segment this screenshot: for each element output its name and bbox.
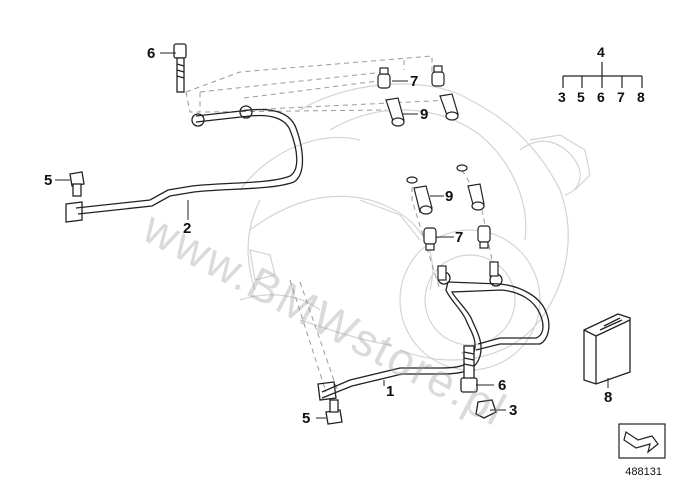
label-part-8: 8 bbox=[604, 389, 613, 406]
kit-child-label: 7 bbox=[617, 89, 625, 105]
label-part-6-top: 6 bbox=[147, 45, 156, 62]
grommets-part-7-middle bbox=[423, 225, 491, 251]
leader-lines bbox=[55, 52, 609, 419]
cap-part-3 bbox=[475, 399, 497, 419]
kit-tree-lines bbox=[562, 62, 643, 88]
label-part-2: 2 bbox=[183, 220, 192, 237]
label-part-9-middle: 9 bbox=[445, 188, 454, 205]
label-part-7-top: 7 bbox=[410, 73, 419, 90]
label-part-3: 3 bbox=[509, 402, 518, 419]
kit-child-label: 8 bbox=[637, 89, 645, 105]
kit-root-label: 4 bbox=[597, 44, 605, 60]
grommets-part-7-top bbox=[377, 65, 445, 89]
booklet-part-8 bbox=[583, 313, 631, 385]
label-part-1: 1 bbox=[386, 383, 395, 400]
label-part-5-top: 5 bbox=[44, 172, 53, 189]
studs-lower bbox=[437, 261, 499, 281]
bolt-part-6-top bbox=[173, 43, 187, 93]
label-part-9-top: 9 bbox=[420, 106, 429, 123]
kit-child-label: 6 bbox=[597, 89, 605, 105]
arrow-icon[interactable] bbox=[618, 423, 666, 459]
label-part-6-bottom: 6 bbox=[498, 377, 507, 394]
catalog-number: 488131 bbox=[625, 466, 662, 478]
sleeves-part-9-middle bbox=[406, 164, 485, 215]
screw-part-5-top bbox=[69, 171, 85, 197]
bracket-part-2 bbox=[65, 105, 304, 223]
kit-child-label: 3 bbox=[558, 89, 566, 105]
label-part-5-bottom: 5 bbox=[302, 410, 311, 427]
sleeves-part-9-top bbox=[385, 93, 459, 127]
kit-child-label: 5 bbox=[577, 89, 585, 105]
bolt-part-6-bottom bbox=[460, 345, 478, 393]
screw-part-5-bottom bbox=[325, 399, 343, 425]
label-part-7-middle: 7 bbox=[455, 229, 464, 246]
